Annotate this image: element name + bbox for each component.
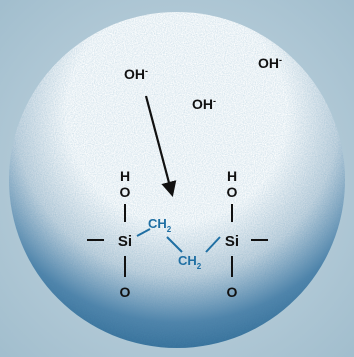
bond-ch2-ch2 bbox=[166, 236, 183, 253]
left-silanol: H O Si O bbox=[87, 168, 132, 300]
silicon-atom: Si bbox=[118, 233, 132, 250]
bond-ch2-si bbox=[205, 236, 221, 253]
ion-charge: - bbox=[213, 96, 216, 106]
ion-charge: - bbox=[279, 55, 282, 65]
svg-text:OH-: OH- bbox=[258, 55, 282, 71]
group-label: CH bbox=[148, 216, 167, 231]
hydroxide-ion-3: OH- bbox=[192, 96, 216, 112]
ion-charge: - bbox=[145, 66, 148, 76]
oxygen-atom: O bbox=[120, 284, 131, 300]
svg-text:OH-: OH- bbox=[124, 66, 148, 82]
hydrogen-atom: H bbox=[120, 168, 130, 184]
right-silanol: H O Si O bbox=[225, 168, 268, 300]
silicon-atom: Si bbox=[225, 233, 239, 250]
oxygen-atom: O bbox=[120, 184, 131, 200]
svg-text:OH-: OH- bbox=[192, 96, 216, 112]
ion-symbol: OH bbox=[258, 55, 279, 71]
oxygen-atom: O bbox=[227, 184, 238, 200]
hydrogen-atom: H bbox=[227, 168, 237, 184]
sphere-texture bbox=[9, 12, 345, 348]
methylene-group-2: CH2 bbox=[178, 253, 202, 271]
methylene-group-1: CH2 bbox=[148, 216, 172, 234]
hydroxide-ion-1: OH- bbox=[124, 66, 148, 82]
group-label: CH bbox=[178, 253, 197, 268]
ion-symbol: OH bbox=[192, 96, 213, 112]
oxygen-atom: O bbox=[227, 284, 238, 300]
hydroxide-ion-2: OH- bbox=[258, 55, 282, 71]
attack-arrow bbox=[144, 95, 177, 197]
bond-si-ch2 bbox=[136, 228, 151, 237]
group-subscript: 2 bbox=[197, 262, 202, 271]
methylene-bridge: CH2 CH2 bbox=[136, 216, 221, 271]
ion-symbol: OH bbox=[124, 66, 145, 82]
group-subscript: 2 bbox=[167, 225, 172, 234]
